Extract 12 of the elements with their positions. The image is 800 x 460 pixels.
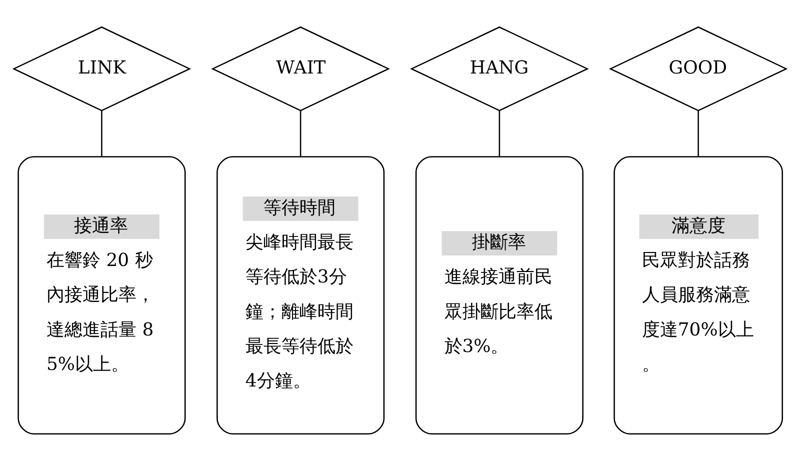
node-diamond: WAIT [211, 26, 390, 111]
node-box: 滿意度 民眾對於話務人員服務滿意度達70%以上。 [614, 156, 783, 434]
connector [101, 110, 102, 156]
node-box: 等待時間 尖峰時間最長等待低於3分鐘；離峰時間最長等待低於4分鐘。 [216, 156, 385, 434]
connector [300, 110, 302, 156]
connector [498, 110, 500, 156]
node-diamond: LINK [12, 26, 192, 111]
node-box: 掛斷率 進線接通前民眾掛斷比率低於3%。 [415, 156, 584, 434]
node-box: 接通率 在響鈴 20 秒內接通比率，達總進話量 85%以上。 [18, 156, 186, 434]
node-diamond: GOOD [608, 26, 788, 111]
node-diamond: HANG [410, 26, 589, 111]
connector [698, 110, 699, 156]
